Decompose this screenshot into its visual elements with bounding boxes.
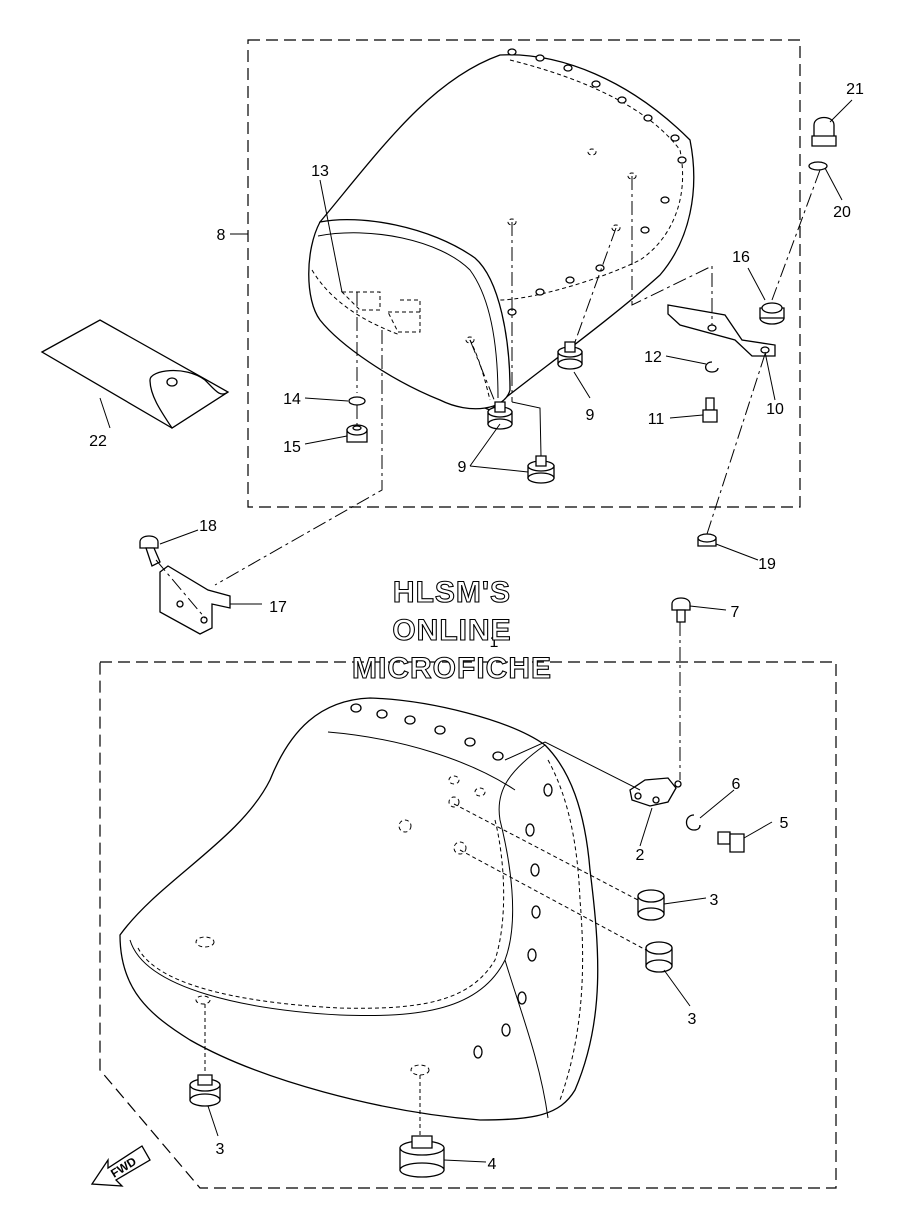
callout-11: 11 xyxy=(648,411,665,428)
watermark-line-1: HLSM'S xyxy=(393,576,511,609)
front-seat xyxy=(119,697,599,1121)
rear-seat-studs xyxy=(507,48,687,316)
front-seat-studs xyxy=(350,703,553,1059)
damper-4 xyxy=(399,1135,445,1178)
rear-seat-group-box xyxy=(247,39,801,508)
damper-9a xyxy=(557,341,583,370)
callout-14: 14 xyxy=(283,391,301,408)
bolt-18 xyxy=(139,535,161,567)
callout-22: 22 xyxy=(89,433,107,450)
callout-2: 2 xyxy=(636,847,645,864)
callout-4: 4 xyxy=(488,1156,497,1173)
watermark-line-2: ONLINE xyxy=(392,614,511,647)
washer-20 xyxy=(808,161,828,171)
bolt-11 xyxy=(702,397,718,423)
washer-14 xyxy=(348,396,366,406)
callout-8: 8 xyxy=(217,227,226,244)
forward-arrow-icon: FWD xyxy=(90,1145,151,1187)
callout-19: 19 xyxy=(758,556,776,573)
callout-3b: 3 xyxy=(688,1011,697,1028)
callout-9a: 9 xyxy=(586,407,595,424)
callout-16: 16 xyxy=(732,249,750,266)
bracket-2 xyxy=(629,777,682,807)
front-seat-group-box xyxy=(99,661,837,1189)
bolt-7 xyxy=(671,597,691,623)
callout-numbers: 1 2 3 3 3 4 5 6 7 8 9 9 10 11 12 13 14 1… xyxy=(89,81,864,1173)
watermark-line-3: MICROFICHE xyxy=(352,652,552,685)
circlip-12 xyxy=(704,361,719,373)
bracket-17 xyxy=(159,565,231,635)
callout-17: 17 xyxy=(269,599,287,616)
bracket-10 xyxy=(667,304,776,357)
seat-cover-22 xyxy=(40,319,230,429)
callout-15: 15 xyxy=(283,439,301,456)
callout-6: 6 xyxy=(732,776,741,793)
callout-10: 10 xyxy=(766,401,784,418)
callout-1: 1 xyxy=(490,634,499,651)
callout-20: 20 xyxy=(833,204,851,221)
nut-19 xyxy=(697,533,717,547)
damper-3c xyxy=(189,1074,221,1107)
rear-seat xyxy=(308,48,695,411)
damper-9c xyxy=(527,455,555,484)
seat-hook-13 xyxy=(340,291,381,311)
callout-7: 7 xyxy=(731,604,740,621)
bolt-5 xyxy=(717,831,745,853)
damper-9b xyxy=(487,401,513,430)
collar-15 xyxy=(346,424,368,443)
callout-5: 5 xyxy=(780,815,789,832)
watermark: HLSM'S ONLINE MICROFICHE xyxy=(351,575,552,685)
callout-13: 13 xyxy=(311,163,329,180)
damper-3b xyxy=(645,941,673,973)
callout-18: 18 xyxy=(199,518,217,535)
nut-21 xyxy=(811,116,837,147)
callout-12: 12 xyxy=(644,349,662,366)
leader-lines xyxy=(99,99,853,1163)
grommet-16 xyxy=(759,302,785,325)
callout-9b: 9 xyxy=(458,459,467,476)
callout-3c: 3 xyxy=(216,1141,225,1158)
circlip-6 xyxy=(685,814,701,831)
damper-3a xyxy=(637,889,665,921)
callout-3a: 3 xyxy=(710,892,719,909)
callout-21: 21 xyxy=(846,81,864,98)
